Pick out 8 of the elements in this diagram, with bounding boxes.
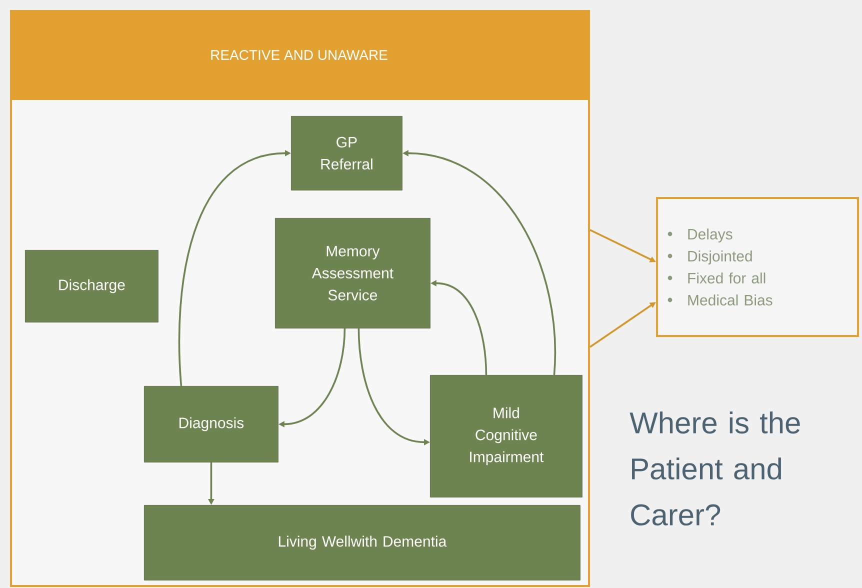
bullet-list-box: Delays Disjointed Fixed for all Medical Bias — [656, 197, 859, 337]
process-box: Memory Assessment Service — [275, 218, 430, 328]
process-box: GP Referral — [291, 116, 402, 190]
process-box: Discharge — [25, 250, 158, 322]
process-box: Living Wellwith Dementia — [144, 505, 580, 580]
question-text: Where is the Patient and Carer? — [630, 412, 800, 526]
process-box: Mild Cognitive Impairment — [430, 375, 582, 498]
process-box: Diagnosis — [144, 386, 278, 462]
